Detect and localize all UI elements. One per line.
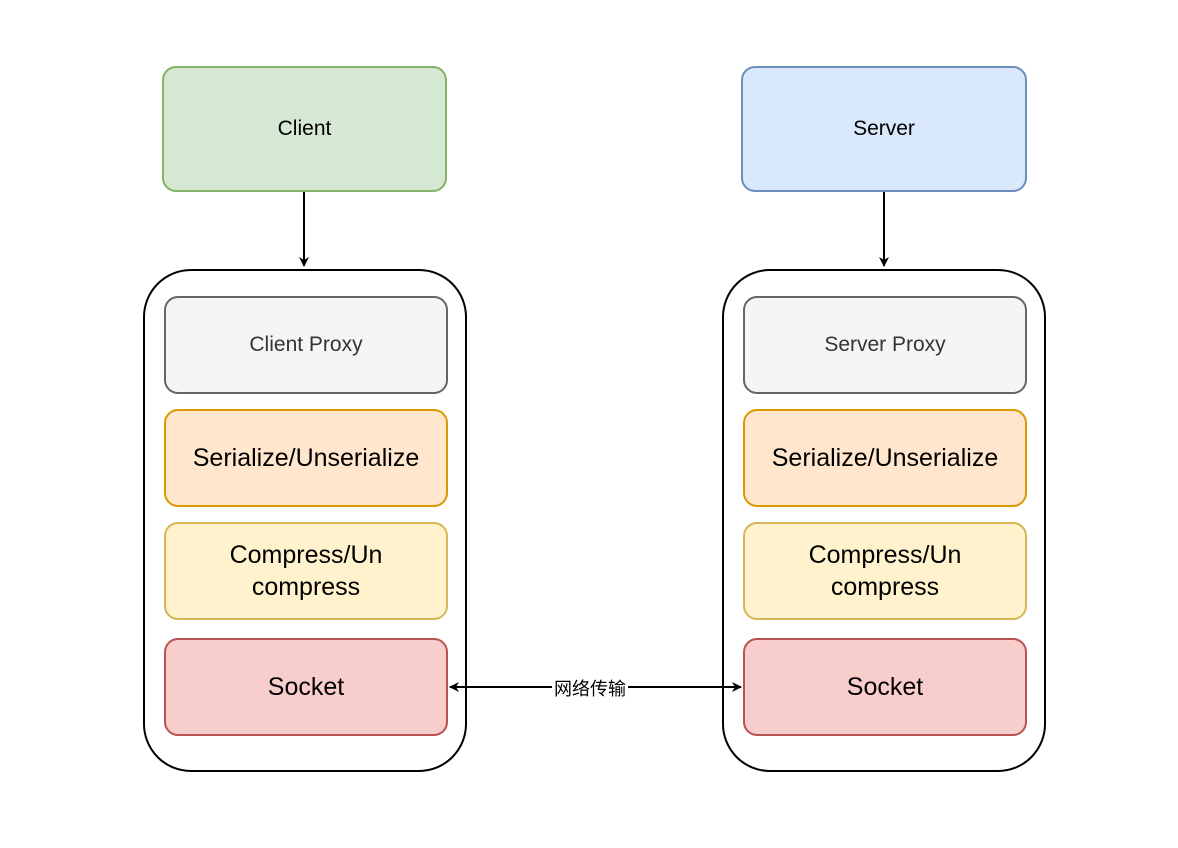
client-socket-layer: Socket	[164, 638, 448, 736]
client-socket-label: Socket	[267, 672, 345, 701]
client-proxy-layer: Client Proxy	[164, 296, 448, 394]
client-compress-label: Compress/Un compress	[229, 540, 383, 602]
server-serialize-label: Serialize/Unserialize	[771, 443, 999, 472]
client-proxy-label: Client Proxy	[249, 333, 363, 357]
network-link-label: 网络传输	[552, 679, 628, 701]
client-node: Client	[162, 66, 447, 192]
server-compress-label: Compress/Un compress	[808, 540, 962, 602]
server-label: Server	[853, 117, 915, 141]
server-compress-layer: Compress/Un compress	[743, 522, 1027, 620]
client-serialize-label: Serialize/Unserialize	[192, 443, 420, 472]
server-proxy-label: Server Proxy	[824, 333, 946, 357]
server-socket-layer: Socket	[743, 638, 1027, 736]
server-serialize-layer: Serialize/Unserialize	[743, 409, 1027, 507]
client-label: Client	[277, 117, 332, 141]
server-proxy-layer: Server Proxy	[743, 296, 1027, 394]
server-socket-label: Socket	[846, 672, 924, 701]
client-compress-layer: Compress/Un compress	[164, 522, 448, 620]
server-node: Server	[741, 66, 1027, 192]
client-serialize-layer: Serialize/Unserialize	[164, 409, 448, 507]
